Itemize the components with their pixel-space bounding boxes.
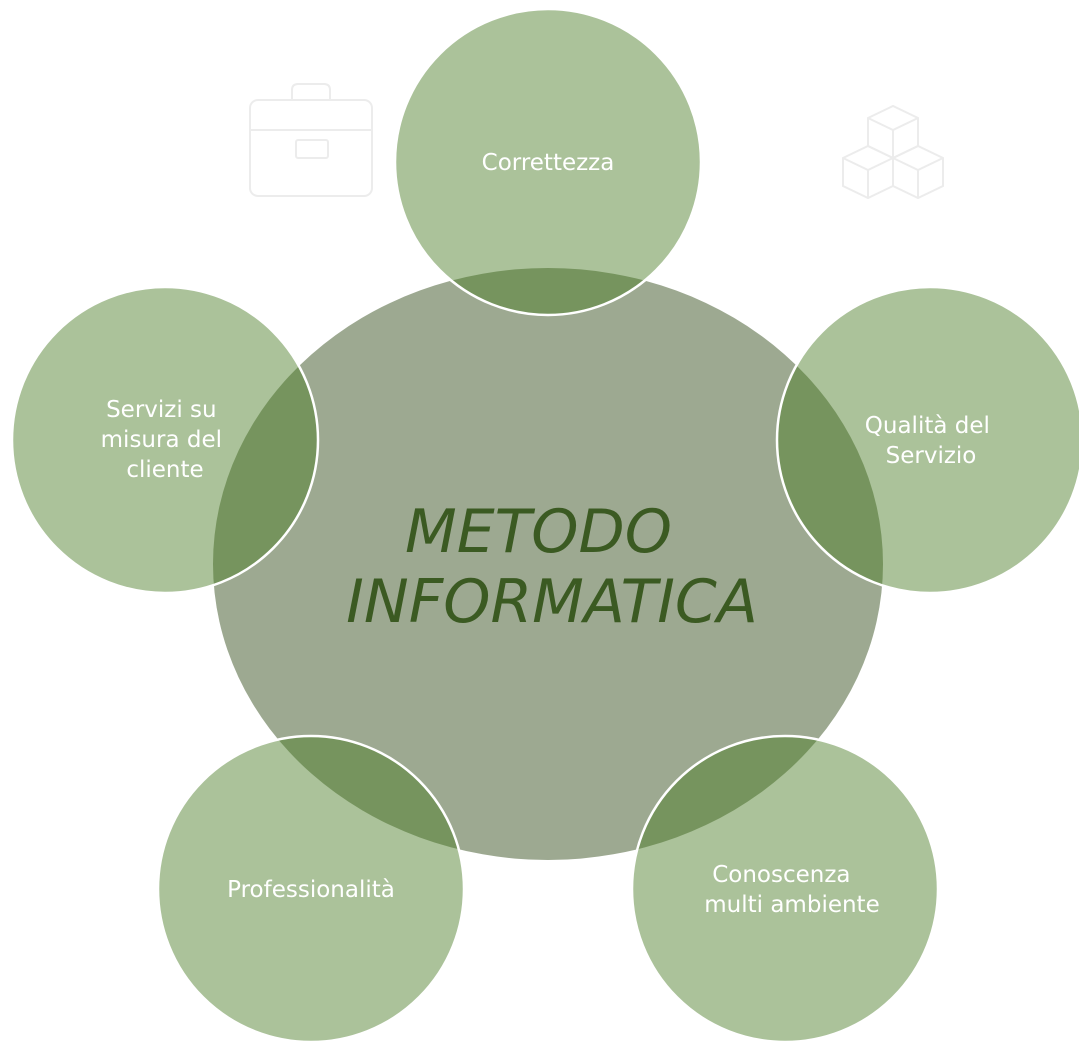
center-circle [213, 268, 883, 860]
satellite-correttezza [395, 9, 701, 315]
label-servizi: Servizi su misura del cliente [101, 397, 230, 483]
label-professionalita: Professionalità [227, 877, 395, 903]
cubes-icon [842, 104, 944, 200]
satellite-circle [395, 9, 701, 315]
label-qualita: Qualità del Servizio [865, 413, 997, 469]
satellite-outlines [10, 7, 1079, 1041]
label-conoscenza: Conoscenza multi ambiente [704, 862, 879, 918]
center-title: METODO INFORMATICA [346, 497, 758, 637]
label-correttezza: Correttezza [482, 150, 615, 176]
briefcase-icon [249, 83, 373, 197]
